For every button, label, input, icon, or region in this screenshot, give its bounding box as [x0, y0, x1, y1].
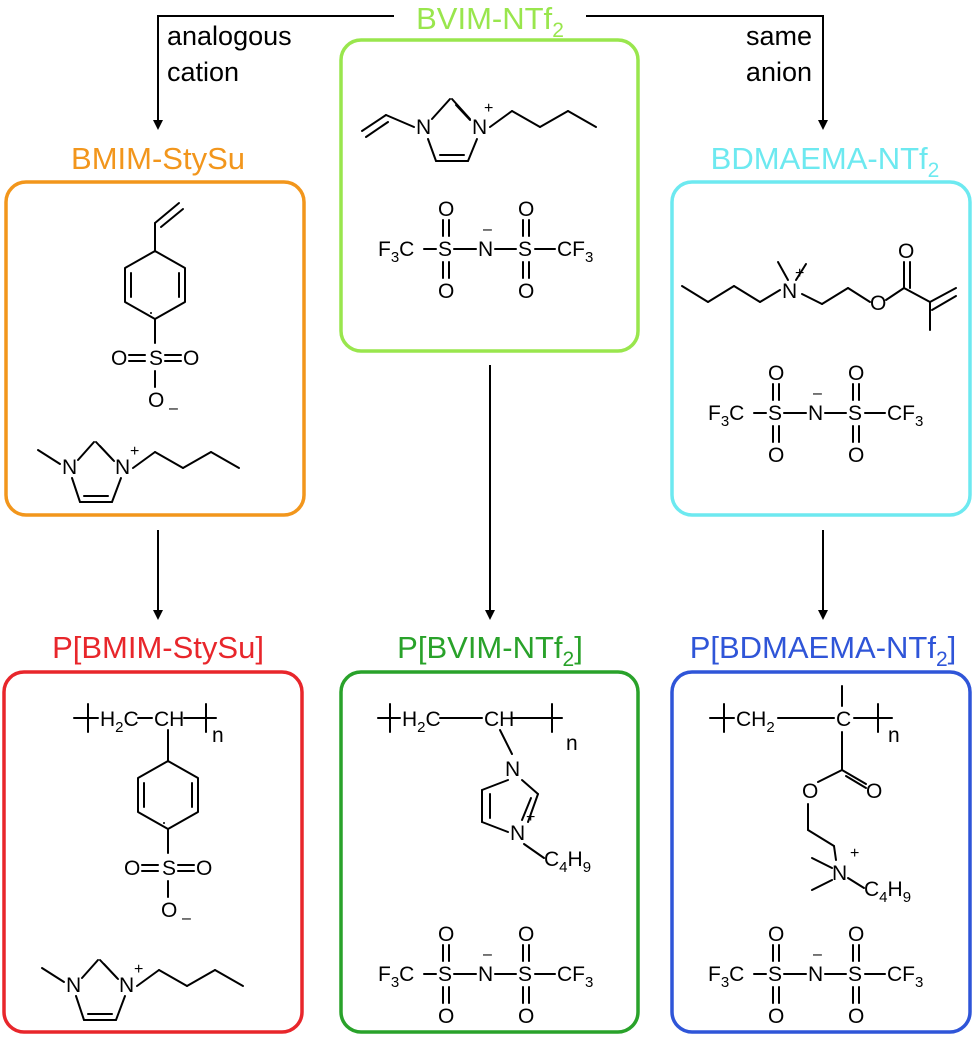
- svg-text:n: n: [888, 724, 900, 747]
- svg-text:n: n: [566, 732, 578, 755]
- bdmaema-cation-structure: N + O O: [681, 240, 957, 331]
- bvim-ntf2-title: BVIM-NTf2: [416, 1, 564, 42]
- p-bdmaema-structure: CH2 C n O O N + C4H9: [709, 685, 911, 906]
- svg-text:N: N: [832, 862, 847, 885]
- svg-text:n: n: [212, 724, 224, 747]
- p-bvim-ntf2-anion: [377, 922, 595, 1029]
- p-bmim-backbone: H2C CH n: [73, 703, 224, 747]
- svg-text:O: O: [802, 780, 818, 803]
- bmim-monomer-box: [4, 180, 306, 517]
- bvim-cation-structure: N N +: [361, 98, 597, 162]
- svg-text:N: N: [472, 116, 487, 139]
- svg-text:+: +: [850, 845, 859, 862]
- svg-text:N: N: [510, 822, 525, 845]
- svg-text:C4H9: C4H9: [544, 848, 591, 876]
- p-bdmaema-polymer-box: [670, 670, 972, 1034]
- bmim-stysu-title: BMIM-StySu: [71, 141, 245, 176]
- p-bvim-polymer-box: [339, 670, 640, 1034]
- svg-text:C4H9: C4H9: [864, 878, 911, 906]
- note-analogous: analogous: [167, 21, 292, 51]
- svg-text:O: O: [866, 780, 882, 803]
- svg-text:N: N: [416, 116, 431, 139]
- svg-text:H2C: H2C: [100, 708, 139, 736]
- svg-text:CH2: CH2: [736, 708, 775, 736]
- svg-text:CH: CH: [484, 708, 514, 731]
- bdmaema-monomer-box: [670, 180, 972, 517]
- note-same: same: [746, 21, 812, 51]
- svg-text:+: +: [526, 809, 535, 826]
- svg-text:N: N: [782, 280, 797, 303]
- svg-text:N: N: [505, 758, 520, 781]
- bdmaema-ntf2-anion: [707, 361, 925, 468]
- p-bvim-structure: H2C CH n N N + C4H9: [377, 703, 591, 876]
- svg-text:+: +: [484, 100, 493, 117]
- bmim-stysu-anion-structure: [110, 202, 201, 418]
- svg-text:O: O: [870, 292, 886, 315]
- p-bdmaema-ntf2-title: P[BDMAEMA-NTf2]: [690, 630, 957, 671]
- p-bmim-stysu-title: P[BMIM-StySu]: [52, 630, 264, 665]
- svg-text:H2C: H2C: [402, 708, 441, 736]
- svg-text:CH: CH: [154, 708, 184, 731]
- p-bmim-polymer-box: [2, 670, 304, 1034]
- note-anion: anion: [746, 57, 812, 87]
- bvim-monomer-box: [339, 38, 640, 353]
- bvim-ntf2-anion: [377, 197, 595, 304]
- p-bdmaema-ntf2-anion: [707, 922, 925, 1029]
- p-bmim-cation-structure: [41, 959, 244, 1021]
- svg-text:C: C: [836, 708, 851, 731]
- bmim-cation-structure: [37, 441, 240, 503]
- arrow-to-bdmaema: [586, 15, 828, 130]
- p-bvim-ntf2-title: P[BVIM-NTf2]: [397, 630, 583, 671]
- arrow-to-bmim: [153, 15, 394, 130]
- p-bmim-stysu-sidechain: [123, 729, 214, 928]
- svg-text:O: O: [898, 240, 914, 263]
- note-cation: cation: [167, 57, 239, 87]
- bdmaema-ntf2-title: BDMAEMA-NTf2: [711, 141, 940, 182]
